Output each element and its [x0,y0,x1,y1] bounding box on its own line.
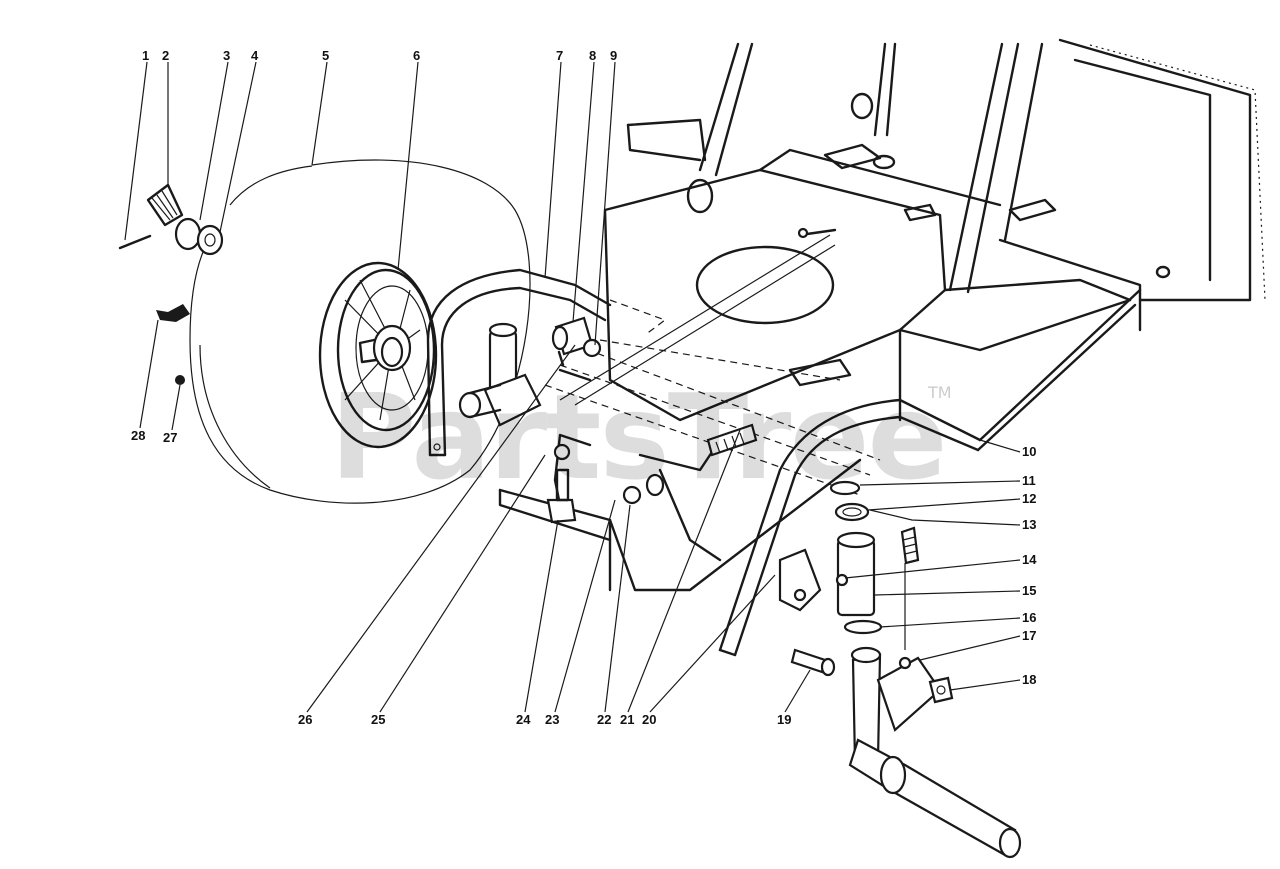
callout-23: 23 [545,712,559,727]
callout-15: 15 [1022,583,1036,598]
callout-20: 20 [642,712,656,727]
callout-3: 3 [223,48,230,63]
callout-19: 19 [777,712,791,727]
callout-12: 12 [1022,491,1036,506]
callout-11: 11 [1022,473,1036,488]
callout-28: 28 [131,428,145,443]
callout-6: 6 [413,48,420,63]
callout-10: 10 [1022,444,1036,459]
callout-8: 8 [589,48,596,63]
callout-22: 22 [597,712,611,727]
partstree-watermark: PartsTree [330,368,946,506]
callout-1: 1 [142,48,149,63]
callout-26: 26 [298,712,312,727]
front-wheel-assembly [189,159,531,504]
front-axle [426,268,1142,657]
watermark-trademark: TM [927,383,952,402]
callout-21: 21 [620,712,634,727]
callout-2: 2 [162,48,169,63]
callout-14: 14 [1022,552,1037,567]
callout-4: 4 [251,48,259,63]
callout-27: 27 [163,430,177,445]
callout-13: 13 [1022,517,1036,532]
callout-18: 18 [1022,672,1036,687]
part-callouts: 1 2 3 4 5 6 7 8 9 10 11 12 13 14 15 16 1… [131,48,1037,727]
callout-24: 24 [516,712,531,727]
left-spindle-assembly [458,227,837,524]
callout-7: 7 [556,48,563,63]
callout-5: 5 [322,48,329,63]
tractor-frame [498,38,1266,592]
callout-16: 16 [1022,610,1036,625]
callout-9: 9 [610,48,617,63]
callout-25: 25 [371,712,385,727]
callout-17: 17 [1022,628,1036,643]
right-spindle-assembly [778,480,1022,859]
leader-lines [124,61,1021,713]
hub-cap-parts [118,183,224,385]
